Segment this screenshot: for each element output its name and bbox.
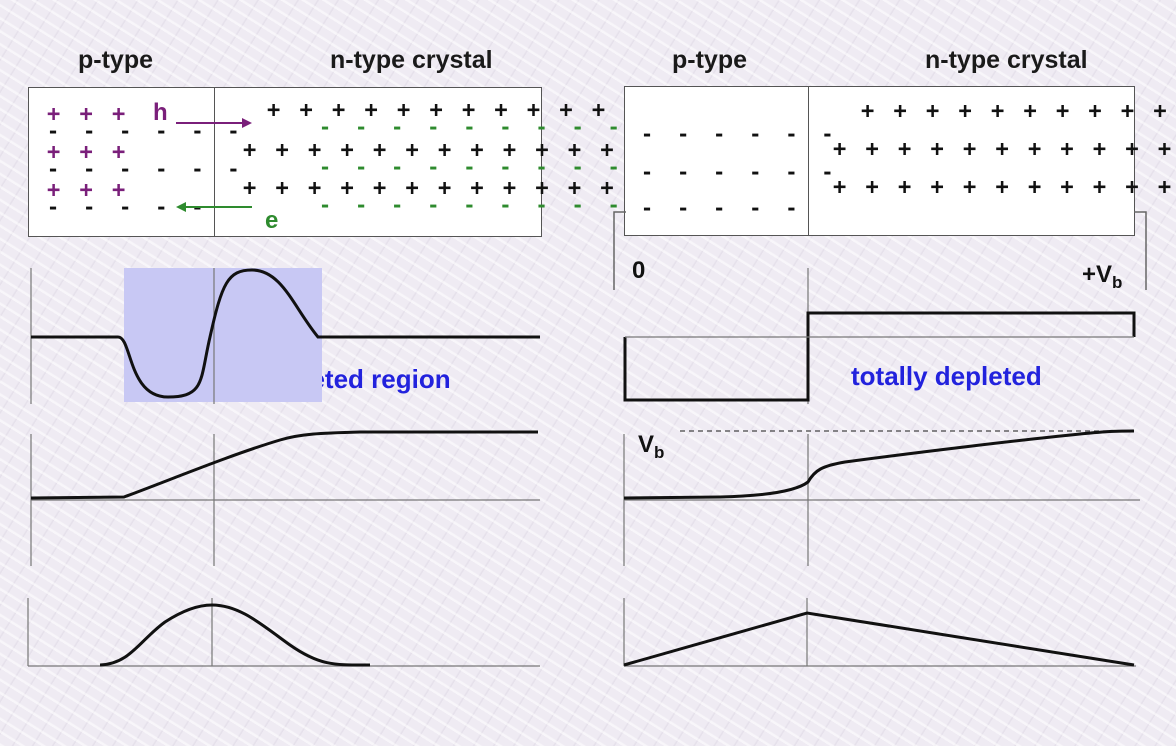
left-p-acceptor-row-3: - - - - - — [47, 195, 210, 219]
right-n-donor-row-1: + + + + + + + + + + — [861, 99, 1170, 124]
right-p-acceptor-row-3: - - - - - — [641, 196, 804, 220]
right-crystal-box: - - - - - - - - - - - - - - - - - + + + … — [624, 86, 1171, 236]
left-n-donor-row-1: + + + + + + + + + + + + — [267, 98, 641, 123]
left-field-curve — [99, 603, 371, 667]
left-hole-row-1: + + + — [47, 102, 129, 127]
right-p-acceptor-row-2: - - - - - - — [641, 160, 840, 184]
right-n-type-label: n-type crystal — [925, 46, 1088, 74]
left-hole-row-3: + + + — [47, 178, 129, 203]
right-potential-curve — [623, 429, 1135, 500]
right-p-type-label: p-type — [672, 46, 747, 74]
bias-voltage-label: +Vb — [1082, 261, 1123, 293]
electron-label: e — [265, 207, 279, 234]
zero-potential-label: 0 — [632, 257, 646, 284]
left-p-type-label: p-type — [78, 46, 153, 74]
left-n-electron-row-1: - - - - - - - - - — [319, 115, 626, 139]
left-contact-bracket — [613, 211, 626, 290]
hole-arrow — [176, 118, 252, 128]
hole-label: h — [153, 99, 168, 126]
left-n-electron-row-3: - - - - - - - - - — [319, 193, 626, 217]
right-charge-density-step — [623, 311, 1136, 402]
left-charge-density-curve — [31, 268, 540, 399]
right-field-triangle — [623, 611, 1135, 667]
left-n-type-label: n-type crystal — [330, 46, 493, 74]
left-p-acceptor-row-1: - - - - - - — [47, 119, 246, 143]
vb-label: Vb — [638, 431, 665, 463]
electron-arrow — [176, 202, 252, 212]
right-junction-line — [808, 87, 809, 235]
left-crystal-box: + + + + + + + + + - - - - - - - - - - - … — [28, 87, 679, 237]
left-n-electron-row-2: - - - - - - - - - — [319, 155, 626, 179]
right-n-donor-row-2: + + + + + + + + + + + + — [833, 137, 1176, 162]
totally-depleted-label: totally depleted — [851, 361, 1042, 391]
left-p-acceptor-row-2: - - - - - - — [47, 157, 246, 181]
right-contact-bracket — [1134, 211, 1147, 290]
right-p-acceptor-row-1: - - - - - - — [641, 122, 840, 146]
left-junction-line — [214, 88, 215, 236]
left-potential-curve — [30, 430, 538, 500]
right-n-donor-row-3: + + + + + + + + + + + + — [833, 175, 1176, 200]
left-hole-row-2: + + + — [47, 140, 129, 165]
